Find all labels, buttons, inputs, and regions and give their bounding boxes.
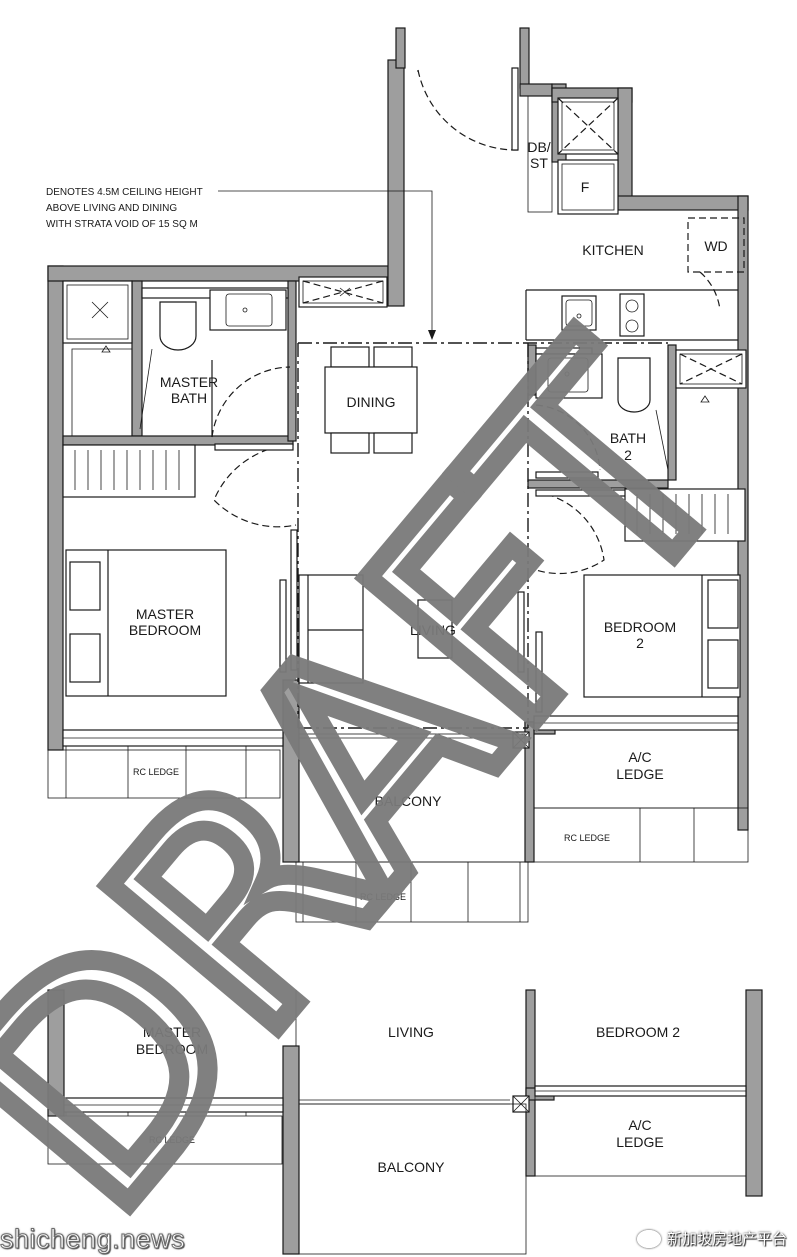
section-view (47, 989, 763, 1255)
bath2-label-1: BATH (610, 430, 646, 446)
section-master-bedroom-label-2: BEDROOM (136, 1041, 208, 1057)
plan-labels: DENOTES 4.5M CEILING HEIGHT ABOVE LIVING… (46, 139, 728, 902)
section-labels: MASTER BEDROOM LIVING BEDROOM 2 RC LEDGE… (136, 1024, 680, 1175)
db-st-label-2: ST (530, 155, 548, 171)
balcony-label: BALCONY (375, 793, 443, 809)
master-bath-label-1: MASTER (160, 374, 218, 390)
master-bedroom-label-1: MASTER (136, 606, 194, 622)
fridge-label: F (581, 179, 590, 195)
ceiling-note-line2: ABOVE LIVING AND DINING (46, 203, 177, 214)
living-label: LIVING (410, 622, 456, 638)
living-fixtures (290, 529, 525, 684)
kitchen-label: KITCHEN (582, 242, 643, 258)
ceiling-note-line3: WITH STRATA VOID OF 15 SQ M (46, 219, 198, 230)
platform-badge-label: 新加坡房地产平台 (666, 1230, 787, 1248)
dining-table (324, 346, 418, 454)
site-watermark: shicheng.news (0, 1224, 186, 1255)
ac-ledge-label-1: A/C (628, 749, 651, 765)
shaft-top (298, 276, 388, 308)
bedroom2-label-2: 2 (636, 635, 644, 651)
bath2-label-2: 2 (624, 447, 632, 463)
master-bath-fixtures (62, 280, 297, 528)
section-ac-ledge-label-2: LEDGE (616, 1134, 663, 1150)
bedroom2-label-1: BEDROOM (604, 619, 676, 635)
db-st-label-1: DB/ (527, 139, 550, 155)
section-master-bedroom-label-1: MASTER (143, 1024, 201, 1040)
rc-ledge-right-label: RC LEDGE (564, 833, 610, 843)
section-ac-ledge-label-1: A/C (628, 1117, 651, 1133)
rc-ledge-bottom-label: RC LEDGE (360, 892, 406, 902)
kitchen-fixtures (525, 217, 745, 341)
ceiling-note-line1: DENOTES 4.5M CEILING HEIGHT (46, 187, 203, 198)
ledges (47, 715, 749, 923)
section-living-label: LIVING (388, 1024, 434, 1040)
section-bedroom2-label: BEDROOM 2 (596, 1024, 680, 1040)
washer-dryer-label: WD (704, 238, 727, 254)
rc-ledge-left-label: RC LEDGE (133, 767, 179, 777)
strata-void (218, 190, 668, 729)
section-balcony-label: BALCONY (378, 1159, 446, 1175)
bedroom2-fixtures (535, 488, 746, 713)
entry-area (417, 67, 619, 215)
chat-bubble-icon (636, 1229, 661, 1248)
master-bedroom-label-2: BEDROOM (129, 622, 201, 638)
section-rc-ledge-label: RC LEDGE (149, 1135, 195, 1145)
ac-ledge-label-2: LEDGE (616, 766, 663, 782)
platform-badge: 新加坡房地产平台 (636, 1228, 787, 1249)
dining-label: DINING (347, 394, 396, 410)
master-bath-label-2: BATH (171, 390, 207, 406)
bath2-fixtures (535, 347, 747, 575)
master-bedroom-fixtures (62, 444, 287, 697)
